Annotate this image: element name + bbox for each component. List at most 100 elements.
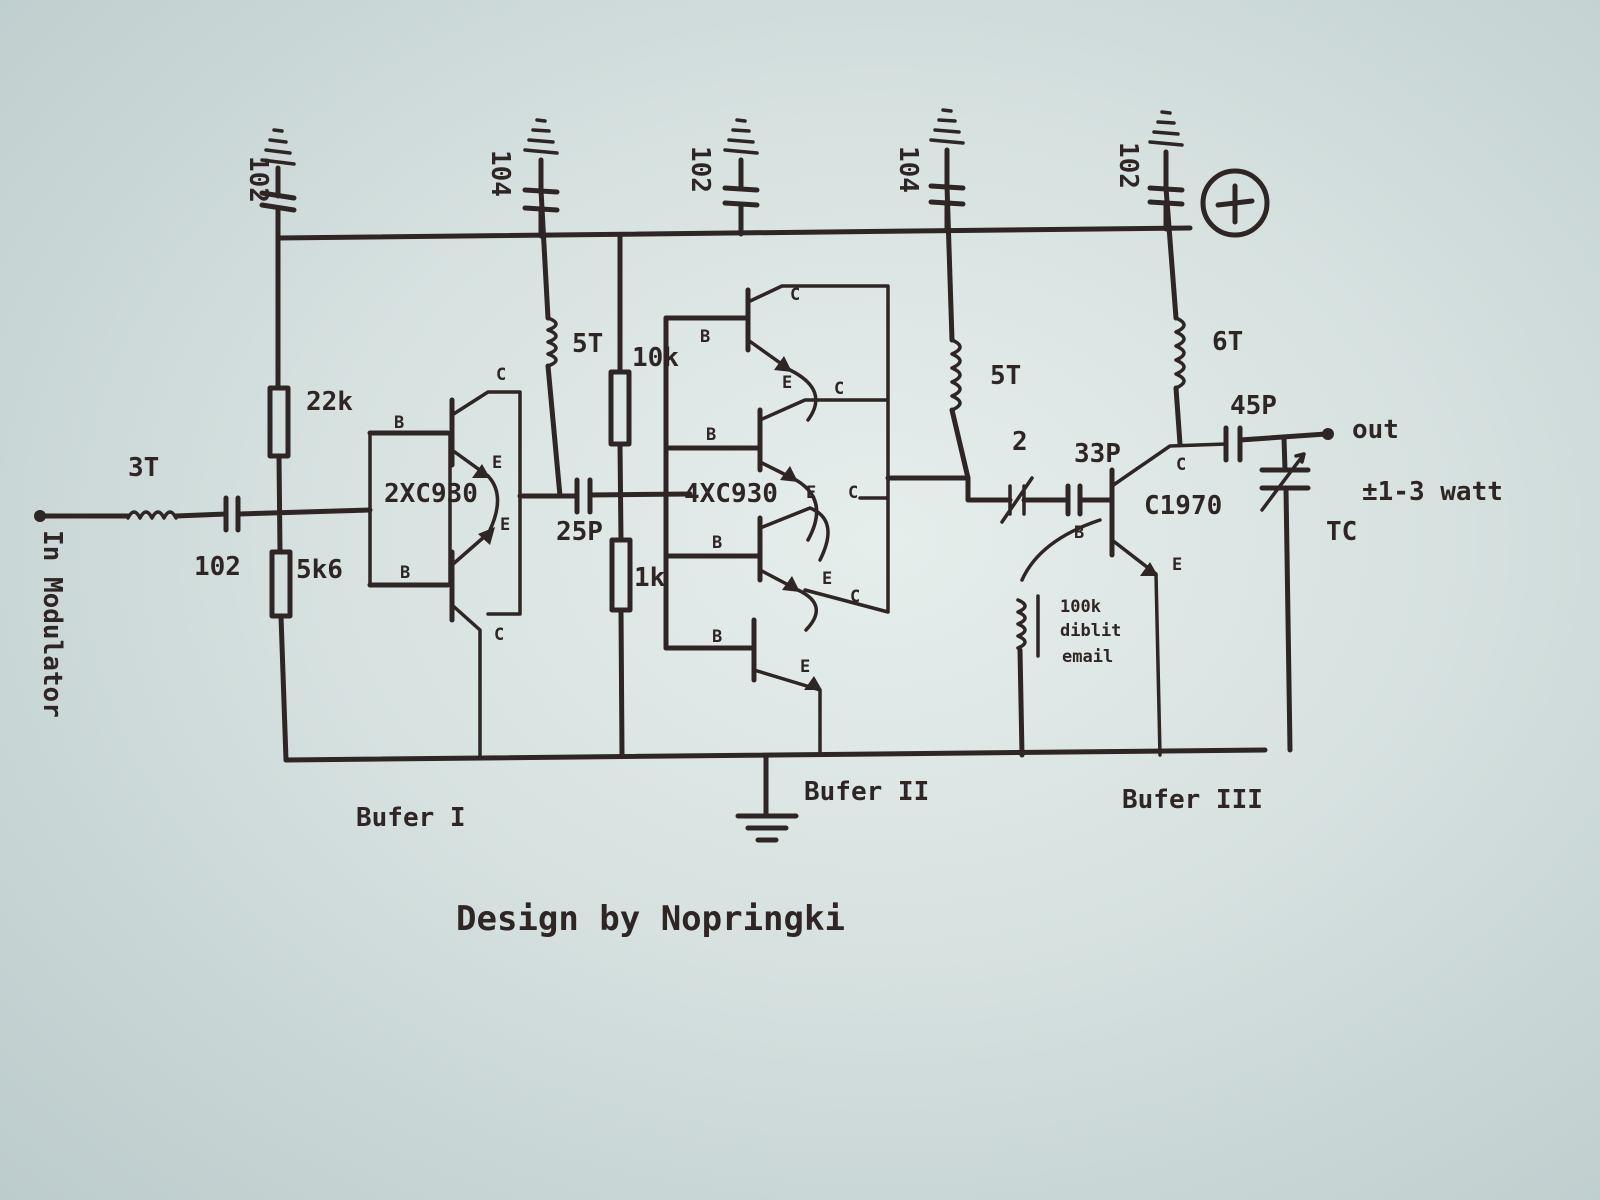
coil-5t-a-feed bbox=[538, 187, 551, 321]
label-1k: 1k bbox=[634, 563, 666, 593]
ground-rail bbox=[283, 747, 1268, 763]
q3-base-lead bbox=[1020, 518, 1102, 582]
label-buf3: Bufer III bbox=[1122, 785, 1263, 815]
label-q3: C1970 bbox=[1144, 491, 1222, 521]
label-q2: 4XC930 bbox=[684, 479, 778, 509]
pin-q1a-e: E bbox=[492, 453, 502, 473]
coil-5t-b-down bbox=[949, 407, 1013, 503]
coil-6t-feed bbox=[1163, 185, 1179, 321]
label-25p: 25P bbox=[556, 517, 603, 547]
pin-q3-e: E bbox=[1172, 555, 1182, 575]
tc-feed bbox=[1281, 435, 1288, 473]
label-buf2: Bufer II bbox=[804, 777, 929, 807]
bias-wire-mid bbox=[276, 453, 283, 555]
pin-q2-e3: E bbox=[822, 569, 832, 589]
q2-collectors bbox=[746, 284, 890, 614]
resistor-1k bbox=[609, 537, 633, 613]
pin-q1b-e: E bbox=[500, 515, 510, 535]
positive-supply-symbol bbox=[1200, 168, 1270, 238]
tc-to-ground bbox=[1283, 485, 1293, 753]
resistor-10k bbox=[608, 369, 632, 447]
q1a-emitter-arrow bbox=[472, 464, 490, 478]
pin-q1a-c: C bbox=[496, 365, 506, 385]
label-out: out bbox=[1352, 415, 1399, 445]
label-5k6: 5k6 bbox=[296, 555, 343, 585]
label-buf1: Bufer I bbox=[356, 803, 466, 833]
q3-emitter-arrow bbox=[1140, 562, 1158, 576]
label-100k-note1: diblit bbox=[1060, 621, 1121, 641]
plus-sign bbox=[1215, 183, 1255, 225]
pin-q1a-b: B bbox=[394, 413, 404, 433]
q1b-collector bbox=[450, 603, 482, 757]
coil-6t bbox=[1174, 316, 1186, 390]
label-cap-top3: 102 bbox=[685, 146, 715, 193]
pin-q2-c3: C bbox=[848, 483, 858, 503]
label-trimmer-2: 2 bbox=[1012, 427, 1028, 457]
label-coil-5t-a: 5T bbox=[572, 329, 603, 359]
wire-coil-cap bbox=[173, 511, 229, 519]
pin-q2-e1: E bbox=[782, 373, 792, 393]
q2-arrow-4 bbox=[804, 676, 822, 690]
top-cap-3 bbox=[722, 118, 760, 237]
pin-q2-b1: B bbox=[700, 327, 710, 347]
pin-q3-c: C bbox=[1176, 455, 1186, 475]
coil-3t bbox=[126, 510, 178, 520]
resistor-22k bbox=[267, 385, 291, 459]
label-cap-top2: 104 bbox=[485, 150, 515, 197]
label-cap-102-in: 102 bbox=[194, 552, 241, 582]
pin-q2-e2: E bbox=[806, 483, 816, 503]
q2-emitters bbox=[746, 338, 822, 757]
bias-wire-bottom bbox=[278, 613, 289, 763]
coil-5t-a-down bbox=[545, 363, 563, 499]
label-33p: 33P bbox=[1074, 439, 1121, 469]
q2-arrow-2 bbox=[780, 466, 798, 482]
label-in-modulator: In Modulator bbox=[37, 530, 67, 718]
label-tc: TC bbox=[1326, 517, 1357, 547]
label-coil-3t: 3T bbox=[128, 453, 159, 483]
label-cap-top5: 102 bbox=[1113, 142, 1143, 189]
label-cap-top1: 102 bbox=[243, 156, 273, 203]
label-10k: 10k bbox=[632, 343, 679, 373]
q2-arrow-3 bbox=[782, 576, 800, 592]
wire-cap-node bbox=[235, 507, 373, 517]
top-cap-1 bbox=[259, 128, 297, 241]
pin-q1b-b: B bbox=[400, 563, 410, 583]
label-100k: 100k bbox=[1060, 597, 1101, 617]
q3-collector bbox=[1110, 442, 1228, 488]
output-terminal bbox=[1322, 428, 1334, 440]
pin-q1b-c: C bbox=[494, 625, 504, 645]
tc-arrow bbox=[1260, 452, 1306, 512]
coil-6t-down bbox=[1173, 385, 1183, 447]
pin-q2-b3: B bbox=[712, 533, 722, 553]
ground-symbol bbox=[735, 753, 799, 843]
supply-rail bbox=[275, 225, 1193, 241]
label-power: ±1-3 watt bbox=[1362, 477, 1503, 507]
pin-q2-e4: E bbox=[800, 657, 810, 677]
label-45p: 45P bbox=[1230, 391, 1277, 421]
label-q1: 2XC930 bbox=[384, 479, 478, 509]
pin-q3-b: B bbox=[1074, 523, 1084, 543]
label-coil-6t: 6T bbox=[1212, 327, 1243, 357]
pin-q2-b4: B bbox=[712, 627, 722, 647]
divider-mid bbox=[617, 441, 624, 543]
label-credit: Design by Nopringki bbox=[456, 899, 845, 939]
divider-bottom bbox=[618, 607, 625, 758]
label-coil-5t-b: 5T bbox=[990, 361, 1021, 391]
coil-5t-b bbox=[950, 338, 962, 412]
wire-25p-to-q2 bbox=[587, 491, 693, 498]
resistor-5k6 bbox=[269, 549, 293, 619]
pin-q2-b2: B bbox=[706, 425, 716, 445]
coil-5t-a bbox=[546, 316, 558, 368]
q1-emitter-tie bbox=[486, 474, 500, 532]
q2-arrow-1 bbox=[774, 356, 792, 372]
label-cap-top4: 104 bbox=[893, 146, 923, 193]
coil-5t-b-feed bbox=[944, 183, 955, 343]
pin-q2-c2: C bbox=[834, 379, 844, 399]
label-100k-note2: email bbox=[1062, 647, 1113, 667]
pin-q2-c1: C bbox=[790, 285, 800, 305]
q1a-collector bbox=[450, 390, 522, 616]
pin-q2-c4: C bbox=[850, 587, 860, 607]
label-22k: 22k bbox=[306, 387, 353, 417]
